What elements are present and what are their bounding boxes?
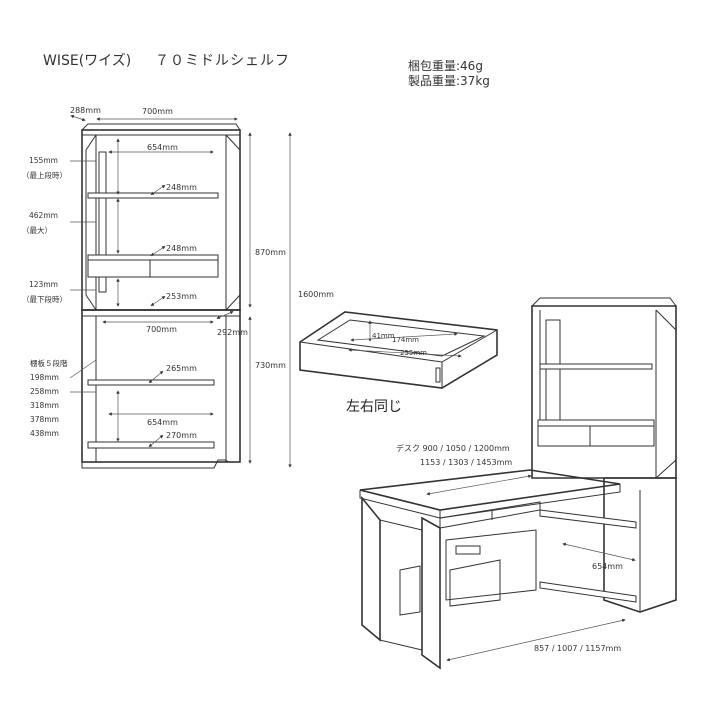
width-lower-label: 700mm: [146, 325, 177, 334]
depth-lower-label: 292mm: [217, 328, 248, 337]
total-widths-label: 1153 / 1303 / 1453mm: [420, 458, 513, 467]
shelf-step-5: 438mm: [30, 429, 59, 438]
same-both-sides-caption: 左右同じ: [346, 399, 402, 415]
desk-widths-label: デスク 900 / 1050 / 1200mm: [396, 444, 510, 453]
shelf-depth-3-label: 253mm: [166, 292, 197, 301]
bottom-gap-note: （最下段時）: [22, 295, 67, 304]
drawer-inner-width-label: 174mm: [392, 336, 419, 344]
shelf-step-4: 378mm: [30, 415, 59, 424]
height-lower-label: 730mm: [255, 361, 286, 370]
top-gap-note: （最上段時）: [22, 171, 67, 180]
top-gap-label: 155mm: [29, 156, 58, 165]
max-gap-label: 462mm: [29, 211, 58, 220]
shelf-step-2: 258mm: [30, 387, 59, 396]
drawer-drawing: [299, 311, 498, 389]
inner-width-top-label: 654mm: [147, 143, 178, 152]
shelf-depth-5-label: 270mm: [166, 431, 197, 440]
inner-width-lower-label: 654mm: [147, 418, 178, 427]
shelf-depth-4-label: 265mm: [166, 364, 197, 373]
desk-combo-drawing: [359, 297, 677, 670]
shelf-steps-title: 棚板５段階: [30, 359, 68, 368]
package-weight: 梱包重量:46g: [408, 59, 483, 73]
shelf-step-1: 198mm: [30, 373, 59, 382]
shelf-depth-2-label: 248mm: [166, 244, 197, 253]
bottom-gap-label: 123mm: [29, 280, 58, 289]
upper-hutch-front: [81, 123, 241, 311]
drawer-depth-label: 41mm: [372, 332, 395, 340]
desk-inner-width-label: 654mm: [592, 562, 623, 571]
shelf-depth-1-label: 248mm: [166, 183, 197, 192]
height-total-label: 1600mm: [298, 290, 334, 299]
product-title: ７０ミドルシェルフ: [155, 53, 290, 69]
height-upper-label: 870mm: [255, 248, 286, 257]
drawer-outer-width-label: 255mm: [400, 349, 427, 357]
shelf-step-3: 318mm: [30, 401, 59, 410]
front-dimension-lines: [69, 114, 292, 468]
width-top-label: 700mm: [142, 107, 173, 116]
product-weight: 製品重量:37kg: [408, 74, 490, 88]
depth-top-label: 288mm: [70, 106, 101, 115]
brand-title: WISE(ワイズ): [43, 53, 132, 69]
bottom-widths-label: 857 / 1007 / 1157mm: [534, 644, 622, 653]
max-gap-note: （最大）: [22, 226, 52, 235]
